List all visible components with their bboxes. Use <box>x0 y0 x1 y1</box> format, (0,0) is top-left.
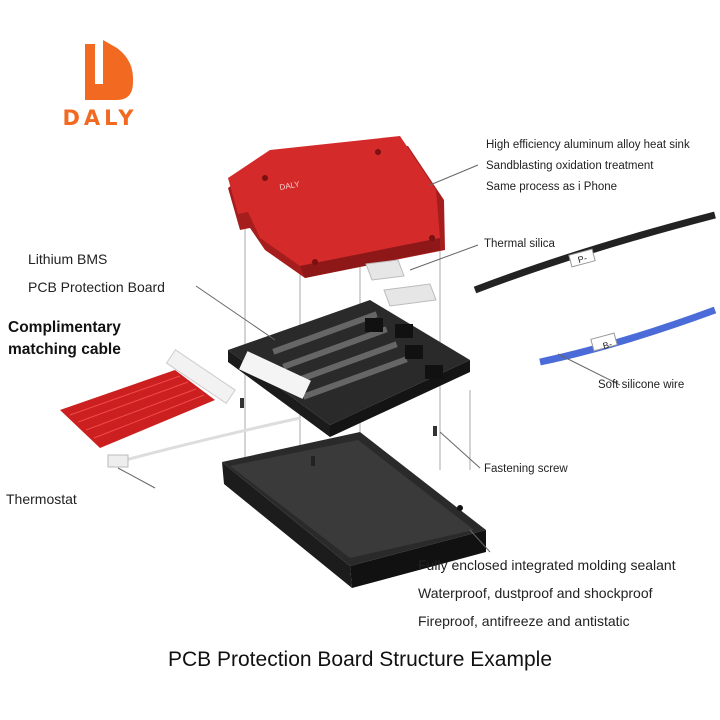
screws <box>240 398 437 436</box>
cable-label-2: matching cable <box>8 341 121 358</box>
bms-label-2: PCB Protection Board <box>28 279 165 295</box>
logo-mark-icon <box>85 40 133 100</box>
diagram-caption: PCB Protection Board Structure Example <box>167 648 552 671</box>
heat-sink-plate: DALY <box>228 136 445 278</box>
daly-logo <box>85 40 133 100</box>
cable-label-1: Complimentary <box>8 319 121 336</box>
logo-text: DALY <box>62 106 138 130</box>
thermal-silica-pads <box>365 259 437 307</box>
silicone-wire-label: Soft silicone wire <box>598 379 685 391</box>
bms-label-1: Lithium BMS <box>28 251 108 267</box>
screw-label: Fastening screw <box>484 463 568 475</box>
leader-lines <box>117 164 621 553</box>
case-label-1: Fully enclosed integrated molding sealan… <box>418 557 676 573</box>
black-wire <box>473 211 716 294</box>
matching-cable <box>60 349 236 448</box>
heatsink-label-3: Same process as i Phone <box>486 181 618 193</box>
thermostat-probe <box>107 416 301 468</box>
thermostat-label: Thermostat <box>6 491 77 507</box>
heatsink-label-1: High efficiency aluminum alloy heat sink <box>486 139 690 151</box>
heatsink-label-2: Sandblasting oxidation treatment <box>486 160 654 172</box>
case-label-3: Fireproof, antifreeze and antistatic <box>418 613 630 629</box>
thermal-silica-label: Thermal silica <box>484 238 555 250</box>
pcb-board <box>228 300 470 437</box>
enclosure-case <box>222 432 486 588</box>
case-label-2: Waterproof, dustproof and shockproof <box>418 585 653 601</box>
svg-text:DALY: DALY <box>279 179 301 192</box>
blue-wire <box>539 306 717 366</box>
